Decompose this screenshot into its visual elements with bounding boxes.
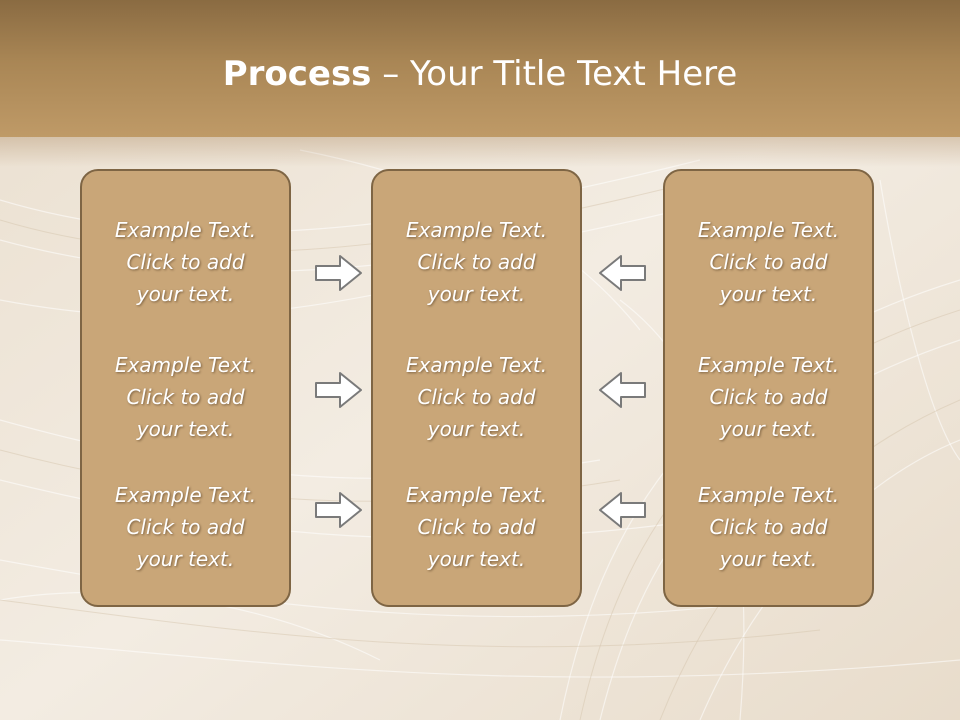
text-line: Example Text.	[114, 353, 257, 377]
text-placeholder[interactable]: Example Text. Click to add your text.	[373, 214, 580, 310]
slide-title[interactable]: Process – Your Title Text Here	[0, 52, 960, 96]
text-line: Click to add	[417, 385, 536, 409]
text-line: Example Text.	[405, 353, 548, 377]
text-line: Example Text.	[697, 483, 840, 507]
text-line: Click to add	[417, 515, 536, 539]
text-line: your text.	[136, 547, 235, 571]
process-box-left[interactable]: Example Text. Click to add your text. Ex…	[80, 169, 291, 607]
text-line: Example Text.	[114, 218, 257, 242]
text-line: Example Text.	[114, 483, 257, 507]
text-line: your text.	[719, 282, 818, 306]
arrow-right-icon[interactable]	[314, 253, 364, 293]
text-placeholder[interactable]: Example Text. Click to add your text.	[82, 479, 289, 575]
text-line: Click to add	[126, 385, 245, 409]
text-line: your text.	[719, 417, 818, 441]
arrow-left-icon[interactable]	[597, 490, 647, 530]
process-box-center[interactable]: Example Text. Click to add your text. Ex…	[371, 169, 582, 607]
text-line: your text.	[719, 547, 818, 571]
text-line: Click to add	[126, 250, 245, 274]
text-line: Click to add	[126, 515, 245, 539]
arrow-left-icon[interactable]	[597, 370, 647, 410]
text-line: Click to add	[417, 250, 536, 274]
text-placeholder[interactable]: Example Text. Click to add your text.	[373, 479, 580, 575]
text-line: your text.	[136, 282, 235, 306]
text-line: your text.	[136, 417, 235, 441]
arrow-right-icon[interactable]	[314, 490, 364, 530]
text-line: Click to add	[709, 515, 828, 539]
text-line: your text.	[427, 547, 526, 571]
title-bar	[0, 0, 960, 137]
text-placeholder[interactable]: Example Text. Click to add your text.	[82, 349, 289, 445]
text-placeholder[interactable]: Example Text. Click to add your text.	[82, 214, 289, 310]
text-line: Click to add	[709, 250, 828, 274]
arrow-left-icon[interactable]	[597, 253, 647, 293]
process-box-right[interactable]: Example Text. Click to add your text. Ex…	[663, 169, 874, 607]
text-line: Example Text.	[405, 218, 548, 242]
text-line: Example Text.	[697, 218, 840, 242]
text-line: your text.	[427, 417, 526, 441]
text-line: your text.	[427, 282, 526, 306]
text-line: Click to add	[709, 385, 828, 409]
title-bold-word: Process	[222, 54, 372, 94]
title-rest: – Your Title Text Here	[371, 54, 738, 94]
title-bar-shadow	[0, 137, 960, 167]
text-placeholder[interactable]: Example Text. Click to add your text.	[373, 349, 580, 445]
text-line: Example Text.	[405, 483, 548, 507]
text-placeholder[interactable]: Example Text. Click to add your text.	[665, 349, 872, 445]
text-line: Example Text.	[697, 353, 840, 377]
text-placeholder[interactable]: Example Text. Click to add your text.	[665, 479, 872, 575]
text-placeholder[interactable]: Example Text. Click to add your text.	[665, 214, 872, 310]
arrow-right-icon[interactable]	[314, 370, 364, 410]
